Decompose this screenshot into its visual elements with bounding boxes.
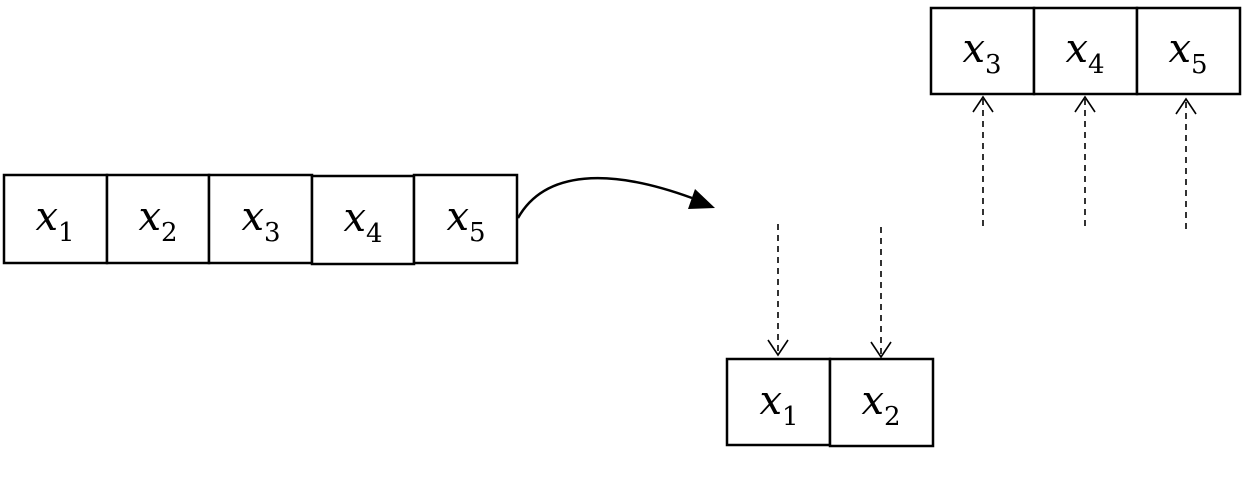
- lower-cell-1-var: x: [759, 378, 782, 424]
- downward-dashed-arrows: [767, 224, 892, 359]
- curved-transition-arrow: [516, 177, 715, 219]
- source-cell-5-sub: 5: [469, 218, 486, 248]
- curved-arrow-head: [688, 189, 715, 209]
- source-cell-5-var: x: [446, 194, 469, 240]
- lower-cell-2-sub: 2: [884, 402, 901, 432]
- source-cell-3-var: x: [241, 194, 264, 240]
- upper-group: x 3 x 4 x 5: [929, 6, 1242, 96]
- upper-cell-4-sub: 4: [1088, 50, 1105, 80]
- source-cell-5: x 5: [412, 173, 519, 265]
- source-cell-2: x 2: [105, 173, 211, 265]
- upper-cell-3-sub: 3: [985, 50, 1002, 80]
- upper-cell-4-var: x: [1065, 26, 1088, 72]
- upper-cell-5: x 5: [1135, 6, 1242, 96]
- up-arrow-to-x4: [1074, 95, 1096, 226]
- source-cell-1-var: x: [35, 194, 58, 240]
- source-cell-2-var: x: [138, 194, 161, 240]
- upper-cell-5-var: x: [1168, 26, 1191, 72]
- lower-cell-2-var: x: [861, 378, 884, 424]
- upper-cell-3-var: x: [962, 26, 985, 72]
- source-sequence: x 1 x 2 x 3 x 4 x 5: [2, 173, 519, 266]
- up-arrow-to-x3: [972, 95, 994, 226]
- source-cell-1-sub: 1: [58, 218, 75, 248]
- lower-group: x 1 x 2: [725, 357, 935, 448]
- source-cell-4: x 4: [310, 174, 416, 266]
- down-arrow-to-x1: [767, 224, 789, 357]
- upper-cell-5-sub: 5: [1191, 50, 1208, 80]
- lower-cell-1-sub: 1: [782, 402, 799, 432]
- upper-cell-3: x 3: [929, 6, 1036, 96]
- up-arrow-to-x5: [1175, 97, 1197, 229]
- upper-cell-4: x 4: [1032, 6, 1139, 96]
- upward-dashed-arrows: [972, 95, 1197, 229]
- source-cell-1: x 1: [2, 173, 109, 265]
- source-cell-3: x 3: [207, 173, 314, 265]
- lower-cell-1: x 1: [725, 357, 832, 447]
- down-arrow-to-x2: [870, 227, 892, 359]
- source-cell-4-var: x: [343, 195, 366, 241]
- source-cell-2-sub: 2: [161, 218, 178, 248]
- curved-arrow-path: [516, 177, 693, 219]
- source-cell-4-sub: 4: [366, 219, 383, 249]
- lower-cell-2: x 2: [828, 357, 935, 448]
- source-cell-3-sub: 3: [264, 218, 281, 248]
